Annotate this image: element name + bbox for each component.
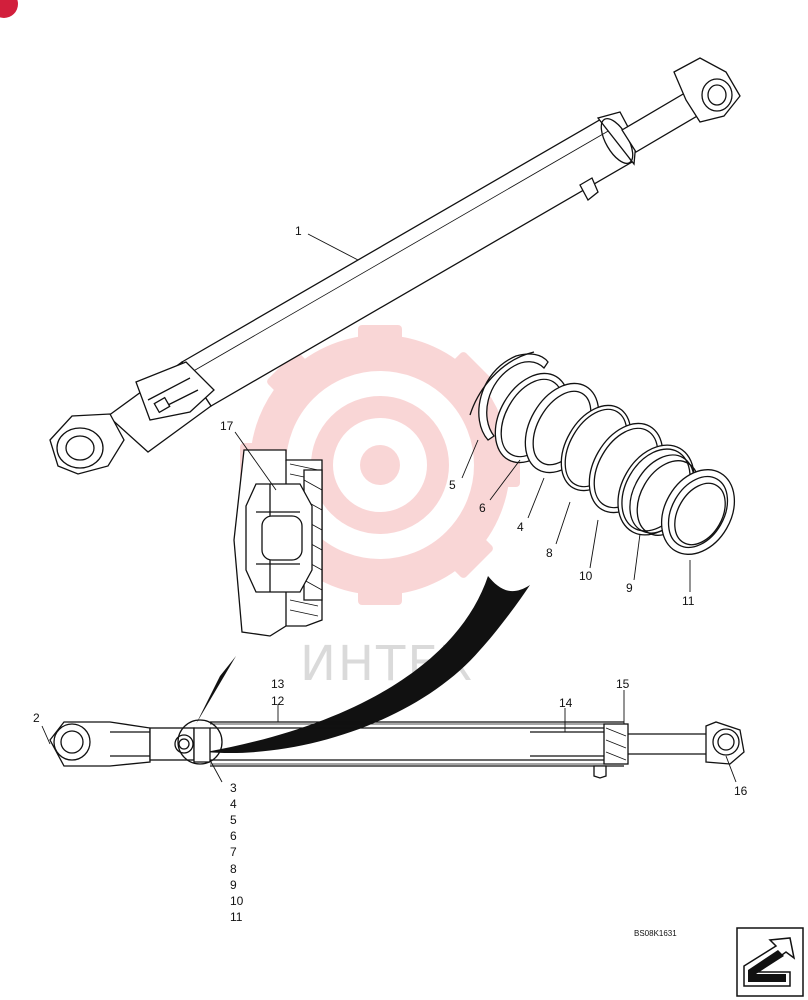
seal-callout-9: 9 bbox=[626, 581, 633, 595]
detail-pointer-left bbox=[196, 656, 236, 724]
list-callout: 3 bbox=[230, 781, 237, 795]
callout-2: 2 bbox=[33, 711, 40, 725]
list-callout: 9 bbox=[230, 878, 237, 892]
corner-marker bbox=[0, 0, 18, 18]
detail-pointer-right bbox=[206, 576, 530, 754]
cylinder-assembly-view: 1 bbox=[49, 57, 741, 475]
list-callout: 5 bbox=[230, 813, 237, 827]
callout-13: 13 bbox=[271, 677, 285, 691]
callout-12: 12 bbox=[271, 694, 285, 708]
seal-callout-list: 3 4 5 6 7 8 9 10 11 bbox=[230, 781, 244, 924]
drawing-code: BS08K1631 bbox=[634, 929, 677, 938]
list-callout: 11 bbox=[230, 910, 243, 924]
cylinder-section-view: 2 13 12 14 15 16 bbox=[33, 677, 748, 798]
list-callout: 6 bbox=[230, 829, 237, 843]
callout-14: 14 bbox=[559, 696, 573, 710]
arrow-next-icon[interactable] bbox=[736, 927, 804, 997]
seal-callout-5: 5 bbox=[449, 478, 456, 492]
detail-section-view: 17 bbox=[220, 419, 323, 637]
seal-callout-10: 10 bbox=[579, 569, 593, 583]
list-callout: 8 bbox=[230, 862, 237, 876]
seal-callout-6: 6 bbox=[479, 501, 486, 515]
seal-callout-8: 8 bbox=[546, 546, 553, 560]
callout-16: 16 bbox=[734, 784, 748, 798]
callout-15: 15 bbox=[616, 677, 630, 691]
list-callout: 4 bbox=[230, 797, 237, 811]
list-callout: 7 bbox=[230, 845, 237, 859]
list-callout: 10 bbox=[230, 894, 244, 908]
callout-1: 1 bbox=[295, 224, 302, 238]
seal-callout-11: 11 bbox=[682, 594, 695, 608]
seal-rings-exploded: 5 6 4 8 10 9 11 bbox=[449, 351, 736, 608]
seal-callout-4: 4 bbox=[517, 520, 524, 534]
callout-17: 17 bbox=[220, 419, 234, 433]
